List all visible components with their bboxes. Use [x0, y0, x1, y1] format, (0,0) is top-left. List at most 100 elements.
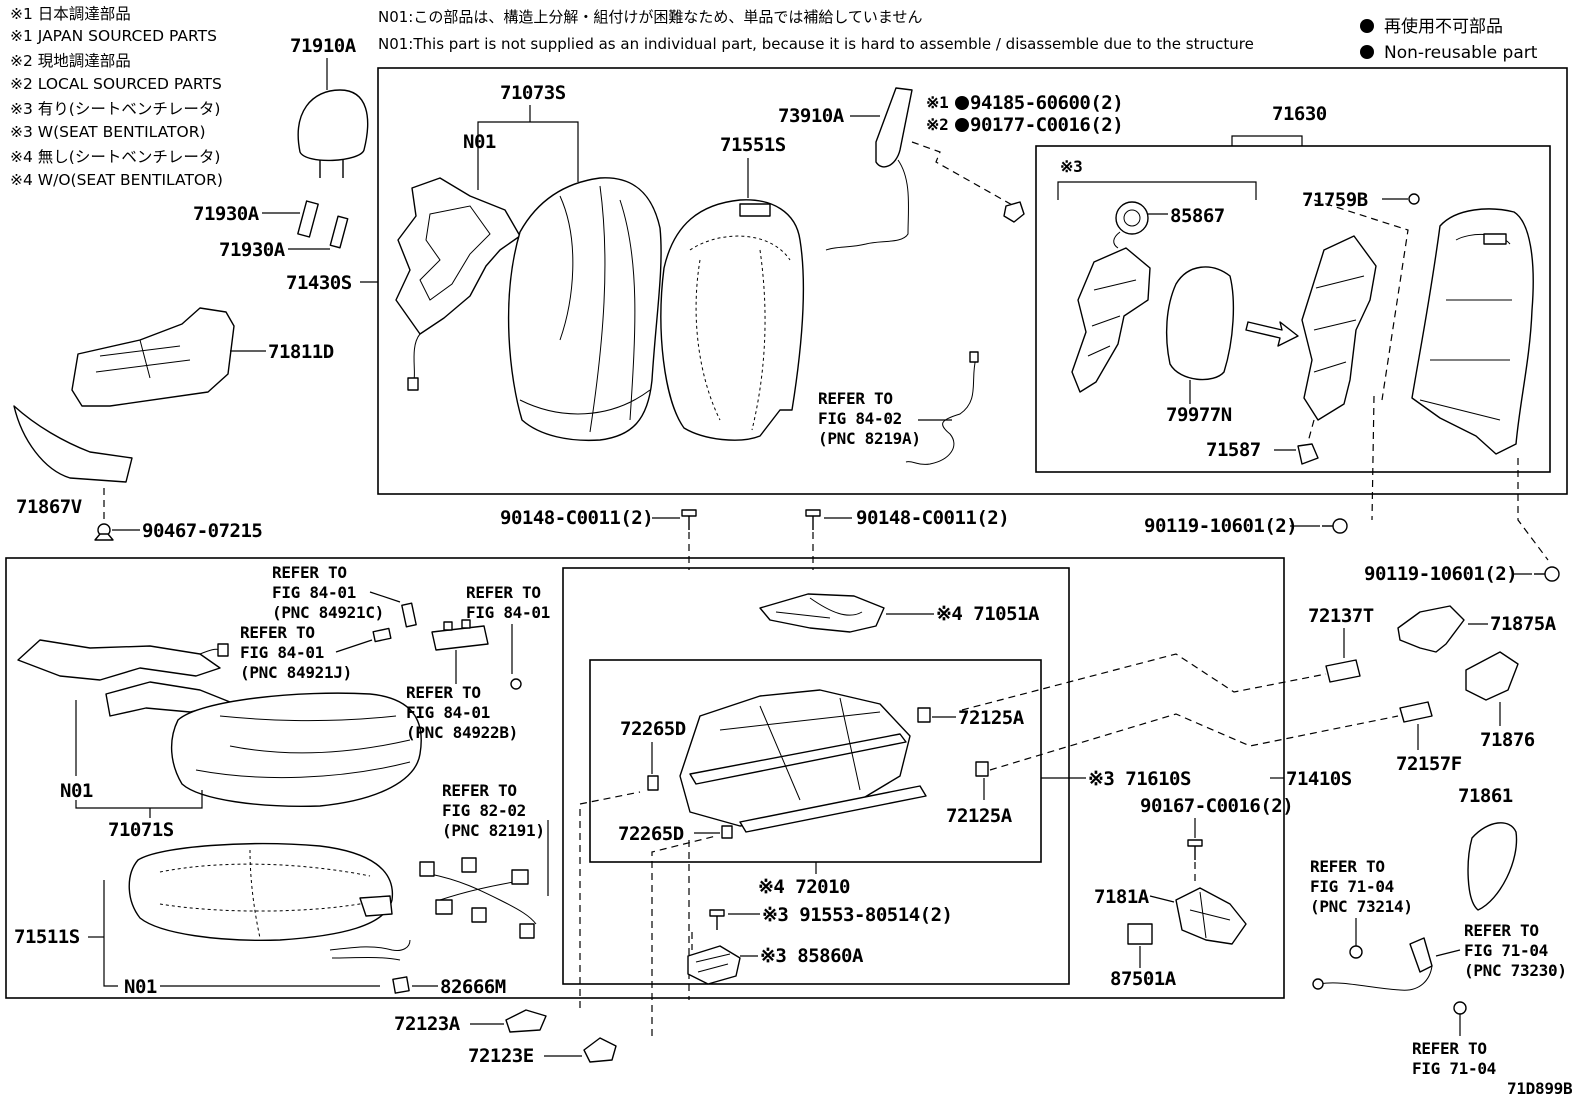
note-line: ※4 W/O(SEAT BENTILATOR) — [10, 171, 223, 189]
refer-line: (PNC 84922B) — [406, 723, 518, 742]
part-number-90148-C0011: 90148-C0011(2) — [500, 507, 653, 529]
refer-line: FIG 84-01 — [240, 643, 324, 662]
note-line: ※2 LOCAL SOURCED PARTS — [10, 75, 222, 93]
vent-duct-part — [1071, 247, 1151, 393]
refer-line: FIG 71-04 — [1412, 1059, 1496, 1078]
part-number-87501A: 87501A — [1110, 968, 1177, 990]
part-number-71051A: ※4 71051A — [936, 603, 1040, 625]
seat-adjuster-part — [679, 689, 927, 833]
relay-part — [1127, 923, 1153, 945]
non-reusable-dot-icon — [1360, 19, 1374, 33]
bracket-part — [1465, 651, 1519, 701]
refer-line: FIG 71-04 — [1310, 877, 1394, 896]
refer-line: (PNC 73230) — [1464, 961, 1567, 980]
seatback-cover-part — [507, 177, 662, 442]
part-number-71610S: ※3 71610S — [1088, 768, 1191, 790]
part-number-82666M: 82666M — [440, 976, 506, 998]
screw-part — [709, 909, 725, 930]
part-number-72265D: 72265D — [618, 823, 684, 845]
refer-line: REFER TO — [466, 583, 541, 602]
cover-part — [1399, 701, 1433, 723]
vent-fan-part — [1113, 201, 1149, 249]
part-number-71910A: 71910A — [290, 35, 357, 57]
sourcing-mark: ※1 — [926, 93, 948, 112]
n01-marker: N01 — [124, 976, 157, 998]
note-line: ※1 JAPAN SOURCED PARTS — [10, 27, 217, 45]
screw-part — [1187, 839, 1203, 860]
harness-part — [905, 351, 979, 465]
part-number-71875A: 71875A — [1490, 613, 1557, 635]
part-number-71071S: 71071S — [108, 819, 174, 841]
side-shield-part — [71, 307, 235, 407]
cushion-pad-part — [128, 843, 394, 941]
part-number-72123A: 72123A — [394, 1013, 461, 1035]
part-number-72125A: 72125A — [946, 805, 1013, 827]
part-number-90467-07215: 90467-07215 — [142, 520, 262, 542]
refer-line: FIG 84-01 — [406, 703, 490, 722]
part-number-91553-80514: ※3 91553-80514(2) — [762, 904, 952, 926]
cushion-heater-wire-part — [329, 939, 411, 961]
part-number-72010: ※4 72010 — [758, 876, 850, 898]
part-number-79977N: 79977N — [1166, 404, 1232, 426]
n01-note-english: N01:This part is not supplied as an indi… — [378, 35, 1254, 53]
part-number-71511S: 71511S — [14, 926, 80, 948]
n01-marker: N01 — [463, 131, 496, 153]
part-number-7181A: 7181A — [1094, 886, 1150, 908]
n01-note-japanese: N01:この部品は、構造上分解・組付けが困難なため、単品では補給していません — [378, 8, 922, 26]
sensor-part — [401, 602, 417, 628]
refer-line: (PNC 73214) — [1310, 897, 1413, 916]
grommet-part — [1297, 443, 1319, 465]
headrest-part — [297, 89, 369, 178]
connector-part — [392, 976, 410, 994]
refer-line: FIG 84-01 — [272, 583, 356, 602]
frame-71630-box — [1035, 145, 1551, 473]
part-number-85860A: ※3 85860A — [760, 945, 864, 967]
bolt-part — [1322, 518, 1560, 582]
refer-line: FIG 82-02 — [442, 801, 526, 820]
part-number-72137T: 72137T — [1308, 605, 1374, 627]
part-number-85867: 85867 — [1170, 205, 1225, 227]
part-number-90119-10601: 90119-10601(2) — [1144, 515, 1297, 537]
refer-line: REFER TO — [1464, 921, 1539, 940]
legend-japanese: 再使用不可部品 — [1384, 16, 1503, 37]
cover-part — [1325, 659, 1361, 683]
vent-pad-part — [1165, 266, 1235, 381]
part-number-71073S: 71073S — [500, 82, 566, 104]
part-number-73910A: 73910A — [778, 105, 845, 127]
non-reusable-dot-icon — [955, 96, 969, 110]
part-number-71811D: 71811D — [268, 341, 334, 363]
cushion-pad-insert-part — [17, 639, 231, 717]
part-number-71587: 71587 — [1206, 439, 1261, 461]
bracket-part — [917, 707, 989, 777]
part-number-71861: 71861 — [1458, 785, 1513, 807]
shield-cover-part — [13, 405, 133, 483]
note-line: ※3 W(SEAT BENTILATOR) — [10, 123, 206, 141]
part-number-71930A: 71930A — [193, 203, 260, 225]
adjuster-wire-part — [759, 593, 885, 633]
legend-english: Non-reusable part — [1384, 43, 1538, 63]
bracket-part — [1397, 605, 1465, 653]
part-number-71551S: 71551S — [720, 134, 786, 156]
refer-line: (PNC 84921C) — [272, 603, 384, 622]
seatback-heater-part — [825, 87, 913, 251]
note-line: ※4 無し(シートベンチレータ) — [10, 148, 220, 166]
part-number-71876: 71876 — [1480, 729, 1535, 751]
refer-line: REFER TO — [406, 683, 481, 702]
clip-part — [94, 523, 114, 541]
part-number-71430S: 71430S — [286, 272, 352, 294]
seat-wire-harness-part — [419, 857, 537, 939]
part-number-71867V: 71867V — [16, 496, 82, 518]
seatback-group-box — [377, 67, 1568, 495]
lumbar-plate-part — [1301, 235, 1377, 421]
part-number-72157F: 72157F — [1396, 753, 1462, 775]
refer-line: FIG 84-01 — [466, 603, 550, 622]
refer-line: FIG 84-02 — [818, 409, 902, 428]
refer-line: REFER TO — [442, 781, 517, 800]
part-number-90119-10601: 90119-10601(2) — [1364, 563, 1517, 585]
refer-line: REFER TO — [818, 389, 893, 408]
part-number-90148-C0011: 90148-C0011(2) — [856, 507, 1009, 529]
adjuster-outer-box — [562, 567, 1070, 985]
seatback-pad-insert-part — [395, 177, 521, 391]
part-number-71630: 71630 — [1272, 103, 1327, 125]
